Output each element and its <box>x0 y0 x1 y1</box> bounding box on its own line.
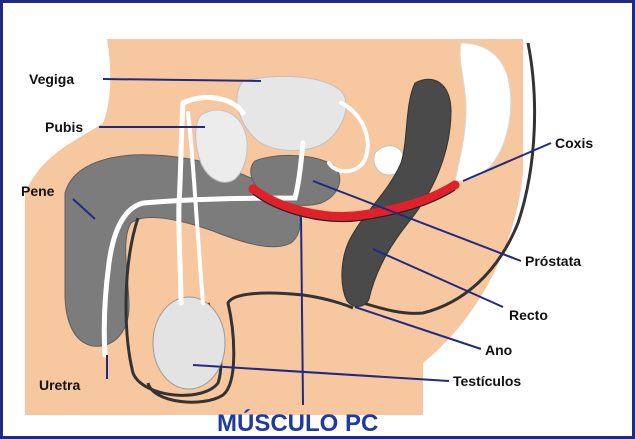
testicle <box>153 297 225 389</box>
diagram-title: MÚSCULO PC <box>217 409 378 437</box>
anatomy-diagram: Vegiga Pubis Pene Uretra Coxis Próstata … <box>3 3 635 439</box>
label-prostata: Próstata <box>525 253 581 269</box>
label-testiculos: Testículos <box>453 373 521 389</box>
label-vegiga: Vegiga <box>29 71 74 87</box>
label-coxis: Coxis <box>555 135 593 151</box>
label-pubis: Pubis <box>45 119 83 135</box>
label-pene: Pene <box>21 183 55 199</box>
label-recto: Recto <box>509 307 548 323</box>
label-uretra: Uretra <box>39 377 80 393</box>
label-ano: Ano <box>485 342 512 358</box>
